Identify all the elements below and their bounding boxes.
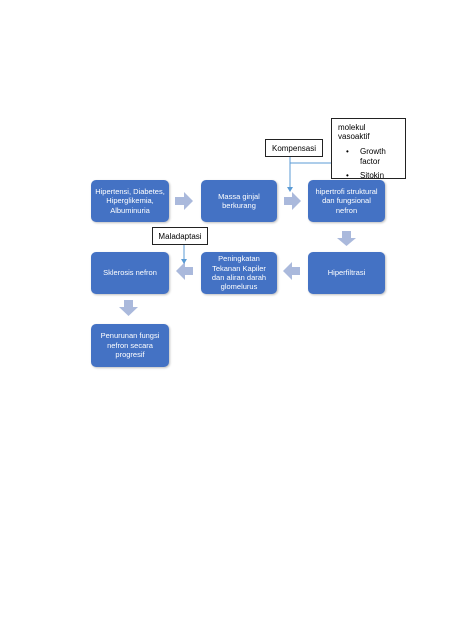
box-sklerosis: Sklerosis nefron xyxy=(91,252,169,294)
box-peningkatan-tekanan: Peningkatan Tekanan Kapiler dan aliran d… xyxy=(201,252,277,294)
molekul-item-growth-factor: Growth factor xyxy=(346,147,399,166)
kompensasi-label: Kompensasi xyxy=(271,143,317,153)
molekul-title: molekul vasoaktif xyxy=(338,123,370,141)
arrow-down-1 xyxy=(337,231,356,246)
arrow-left-1 xyxy=(283,262,300,280)
callout-maladaptasi: Maladaptasi xyxy=(152,227,208,245)
callout-molekul-vasoaktif: molekul vasoaktif Growth factor Sitokin xyxy=(331,118,406,181)
connector-kompensasi-head xyxy=(287,187,293,192)
box-massa-ginjal: Massa ginjal berkurang xyxy=(201,180,277,222)
arrow-right-2 xyxy=(284,192,301,210)
molekul-item-sitokin: Sitokin xyxy=(346,171,399,181)
box-hipertrofi: hipertrofi struktural dan fungsional nef… xyxy=(308,180,385,222)
box-hiperfiltrasi: Hiperfiltrasi xyxy=(308,252,385,294)
arrow-down-2 xyxy=(119,300,138,316)
maladaptasi-label: Maladaptasi xyxy=(158,231,202,241)
molekul-list: Growth factor Sitokin xyxy=(338,147,399,181)
box-penurunan-fungsi: Penurunan fungsi nefron secara progresif xyxy=(91,324,169,367)
arrow-right-1 xyxy=(175,192,193,210)
connector-maladaptasi-head xyxy=(181,259,187,264)
callout-kompensasi: Kompensasi xyxy=(265,139,323,157)
box-hipertensi: Hipertensi, Diabetes, Hiperglikemia, Alb… xyxy=(91,180,169,222)
arrow-left-2 xyxy=(176,262,193,280)
